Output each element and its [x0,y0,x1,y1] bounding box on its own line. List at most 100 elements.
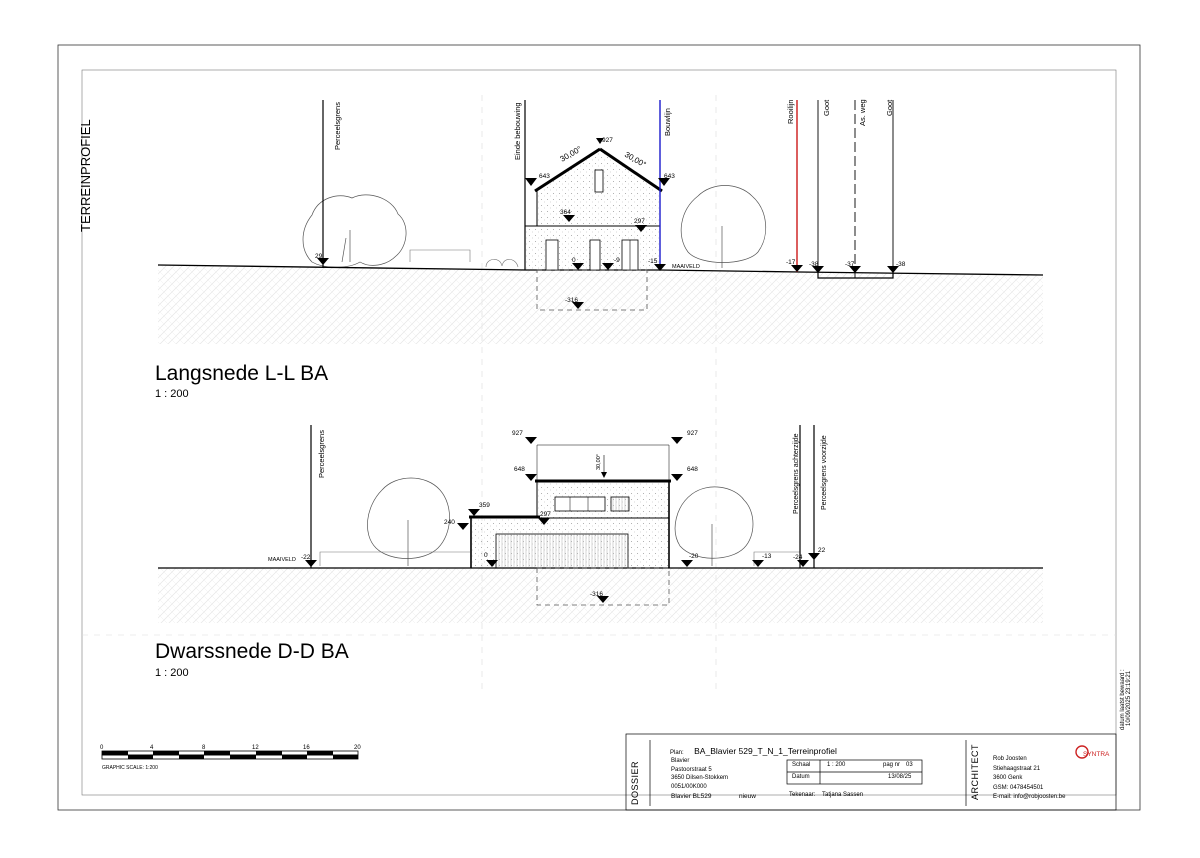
svg-text:-17: -17 [786,259,796,266]
roof-edge-left [534,147,601,193]
level-right-a: -20 [681,553,699,567]
svg-text:364: 364 [560,209,571,216]
door-1 [545,239,559,271]
level-as-weg: -37 [845,261,861,273]
level-ridge: 927 [596,137,613,144]
architect-city: 3600 Genk [993,775,1023,781]
section-ll-scale: 1 : 200 [155,388,189,400]
level-eave-left: 643 [525,173,550,186]
svg-text:648: 648 [687,466,698,473]
level-basement-dd: -316 [590,591,609,603]
section-dd-scale: 1 : 200 [155,667,189,679]
level-left-ground: 29 [315,253,329,265]
scale-tick-12: 12 [252,745,259,751]
soil-fill [158,265,1043,344]
scale-tick-20: 20 [354,745,361,751]
graphic-scale: 0 4 8 12 16 20 GRAPHIC SCALE: 1:200 [100,745,361,771]
tree-dd-right [674,486,754,566]
svg-text:648: 648 [514,466,525,473]
schaal-label: Schaal [792,762,811,768]
tekenaar-value: Tatjana Sassen [822,792,864,798]
datum-label: Datum [792,774,810,780]
title-block-frame [625,733,1117,811]
window-attic [594,169,604,193]
level-step: -9 [602,257,620,270]
label-perceelsgrens-voor: Perceelsgrens voorzijde [821,435,828,510]
level-bouwlijn-ground: -15 [648,258,666,271]
level-mid-dd: 297 [538,511,551,525]
svg-text:22: 22 [818,547,826,554]
architect-gsm: GSM: 0478454501 [993,784,1044,791]
datum-value: 13/08/25 [888,774,912,780]
louvre-dd [610,496,630,512]
maaiveld-label: MAAIVELD [672,264,700,270]
label-perceelsgrens-achter: Perceelsgrens achterzijde [793,433,800,514]
level-low-left: 240 [444,519,469,530]
saved-value: 10/09/2025 23:19:21 [1126,670,1132,726]
side-title: TERREINPROFIEL [78,119,93,232]
basement-outline-dd [536,567,670,606]
svg-text:927: 927 [687,430,698,437]
level-top-right: 927 [671,430,698,444]
level-left-ground-dd: -22 [301,554,317,567]
level-right-c: -24 [793,554,809,567]
label-einde-bebouwing: Einde bebouwing [513,102,522,160]
level-upper-left: 648 [514,466,537,481]
svg-text:927: 927 [602,137,613,144]
architect-email: E-mail: info@robjoosten.be [993,794,1066,800]
svg-text:-15: -15 [648,258,658,265]
tree-dd-left [367,477,450,566]
architect-street: Stiehaagstraat 21 [993,765,1041,772]
level-right-mid: 297 [634,218,647,232]
section-dd-title: Dwarssnede D-D BA [155,640,349,663]
level-rooilijn-ground: -17 [786,259,803,272]
svg-text:-316: -316 [565,297,578,304]
angle-label-dd: 30,00° [596,454,602,470]
level-eave-right: 643 [658,173,675,186]
window-strip-dd [554,496,606,512]
architect-name: Rob Joosten [993,756,1027,762]
project-name: Blavier BL529 [671,793,712,800]
svg-text:0: 0 [572,257,576,264]
scale-tick-16: 16 [303,745,310,751]
section-dd: 30,00° Perceelsgrens Perceelsgrens achte… [155,425,1043,679]
architect-block: Rob Joosten Stiehaagstraat 21 3600 Genk … [993,755,1065,803]
outer-border [57,44,1141,811]
level-right-d: 22 [808,547,826,560]
tekenaar-label: Tekenaar: [789,792,816,798]
maaiveld-label-dd: MAAIVELD [268,557,296,563]
svg-text:643: 643 [539,173,550,180]
level-low-roof: 359 [468,502,490,516]
level-basement: -316 [565,297,584,309]
label-rooilijn: Rooilijn [786,99,795,124]
svg-text:-37: -37 [845,261,855,268]
svg-text:29: 29 [315,253,323,260]
roof-edge-right [599,147,663,193]
tree-left [302,194,407,268]
client-code: 0051/00K000 [671,783,707,790]
level-upper-right: 648 [671,466,698,481]
level-floor: 0 [572,257,584,270]
schaal-value: 1 : 200 [827,762,846,768]
basement-outline [536,269,648,311]
scale-tick-4: 4 [150,745,154,751]
svg-text:927: 927 [512,430,523,437]
label-goot-2: Goot [885,99,894,116]
level-right-b: -13 [752,553,772,567]
svg-text:-9: -9 [614,257,620,264]
dossier-label: DOSSIER [630,760,640,805]
level-goot-2: -38 [887,261,906,273]
level-floor-dd: 0 [484,552,498,567]
tree-mid [680,185,767,268]
door-2 [589,239,601,271]
pag-value: 03 [906,762,913,768]
svg-text:297: 297 [540,511,551,518]
level-first-floor: 364 [560,209,575,222]
svg-text:359: 359 [479,502,490,509]
label-goot-1: Goot [822,99,831,116]
scale-tick-8: 8 [202,745,206,751]
label-as-weg: As. weg [858,99,867,126]
svg-text:0: 0 [484,552,488,559]
